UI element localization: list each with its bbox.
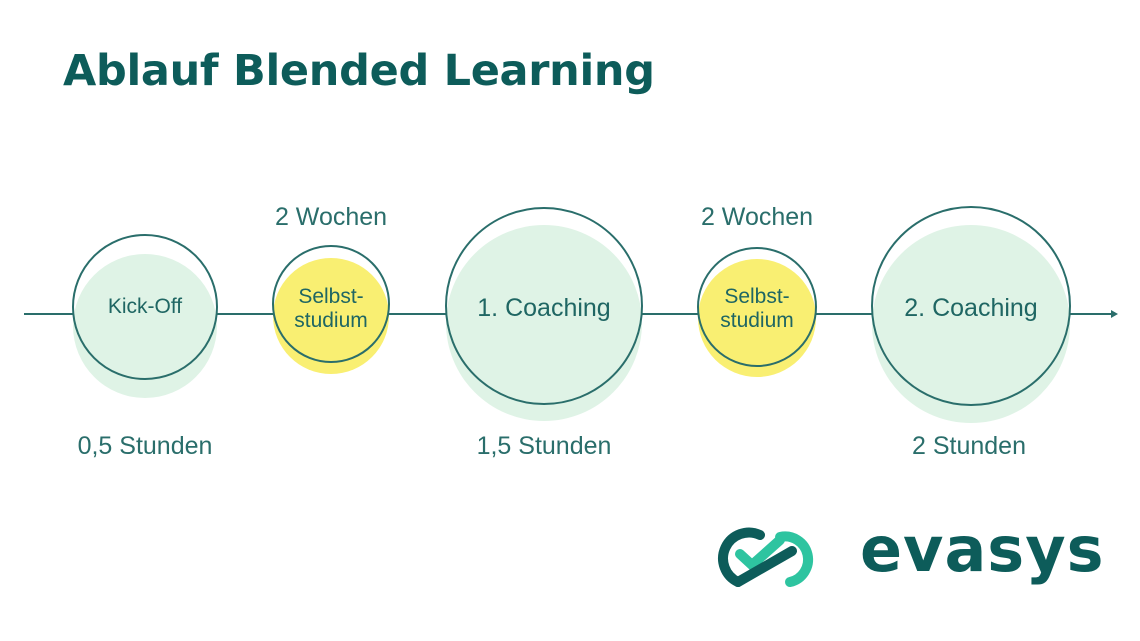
- coaching-2-outline: [871, 206, 1071, 406]
- evasys-logo-text: evasys: [860, 513, 1105, 586]
- coaching-1-label: 1. Coaching: [477, 293, 611, 322]
- self-study-1-outline: [272, 245, 390, 363]
- kickoff-duration: 0,5 Stunden: [77, 432, 213, 460]
- coaching-1-duration: 1,5 Stunden: [476, 432, 612, 460]
- coaching-2-fill: [872, 225, 1070, 423]
- coaching-2-label: 2. Coaching: [904, 293, 1038, 322]
- coaching-1-outline: [445, 207, 643, 405]
- kickoff-node: Kick-Off: [73, 235, 217, 379]
- arrow-head-icon: [1111, 310, 1118, 318]
- coaching-2-duration: 2 Stunden: [912, 432, 1026, 460]
- evasys-logo-icon: [718, 527, 814, 587]
- self-study-2-node: Selbst- studium: [698, 251, 816, 367]
- self-study-1-fill: [273, 258, 389, 374]
- kickoff-fill: [73, 254, 217, 398]
- kickoff-label: Kick-Off: [107, 294, 183, 318]
- self-study-1-duration: 2 Wochen: [274, 203, 388, 231]
- page-title: Ablauf Blended Learning: [63, 46, 655, 96]
- coaching-2-node: 2. Coaching: [872, 208, 1070, 408]
- self-study-1-node: Selbst- studium: [273, 251, 389, 367]
- self-study-2-duration: 2 Wochen: [700, 203, 814, 231]
- coaching-1-node: 1. Coaching: [446, 208, 642, 408]
- self-study-2-label: Selbst- studium: [720, 284, 794, 332]
- self-study-2-outline: [697, 247, 817, 367]
- kickoff-outline: [72, 234, 218, 380]
- self-study-2-fill: [698, 259, 816, 377]
- self-study-1-label: Selbst- studium: [294, 284, 368, 332]
- coaching-1-fill: [446, 225, 642, 421]
